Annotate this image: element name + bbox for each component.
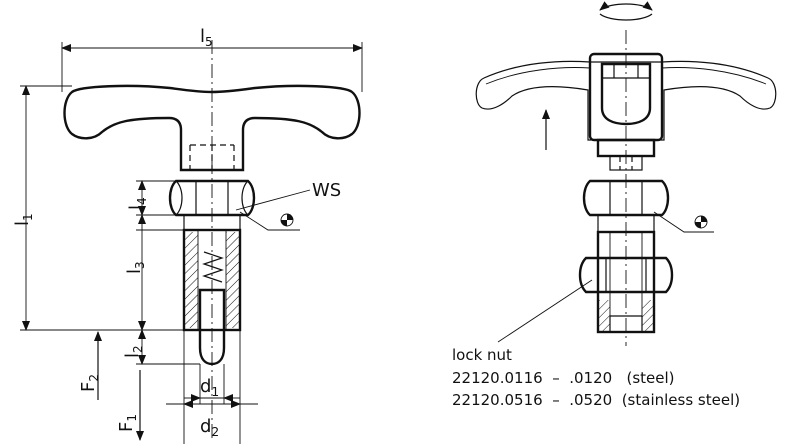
rotation-arrow-bottom bbox=[599, 13, 653, 21]
ws-leader bbox=[235, 189, 311, 211]
lock-nut-note: lock nut 22120.0116 – .0120 (steel) 2212… bbox=[452, 346, 740, 409]
hatch-right-wall bbox=[226, 232, 240, 328]
hatch-left-wall bbox=[184, 232, 198, 328]
d2-label: d2 bbox=[200, 416, 219, 439]
surface-leader-left bbox=[239, 211, 300, 231]
left-view: l5 l1 l4 l3 l2 F2 F1 d1 bbox=[12, 26, 363, 444]
l5-label: l5 bbox=[200, 26, 213, 49]
l2-label: l2 bbox=[122, 345, 145, 358]
knob-slot bbox=[600, 62, 652, 126]
right-view bbox=[475, 1, 777, 346]
rotation-arrow-top bbox=[599, 1, 653, 11]
l3-label: l3 bbox=[124, 261, 147, 274]
t-handle-left bbox=[63, 84, 361, 172]
l1-label: l1 bbox=[12, 213, 35, 226]
hex-nut-right-upper bbox=[582, 179, 670, 217]
pin-tip-right bbox=[609, 315, 643, 333]
ws-label: WS bbox=[312, 180, 341, 201]
f1-label: F1 bbox=[116, 414, 139, 432]
note-title: lock nut bbox=[452, 346, 512, 364]
handle-inner-edge bbox=[485, 67, 767, 85]
neck bbox=[609, 155, 643, 171]
spring bbox=[202, 251, 224, 283]
note-line-stainless: 22120.0516 – .0520 (stainless steel) bbox=[452, 391, 740, 409]
surface-leader-right bbox=[653, 211, 714, 233]
d1-label: d1 bbox=[200, 376, 219, 399]
note-line-steel: 22120.0116 – .0120 (steel) bbox=[452, 369, 675, 387]
lock-nut-leader bbox=[497, 279, 593, 343]
plunger-pin-left bbox=[198, 288, 226, 366]
f2-label: F2 bbox=[78, 374, 101, 392]
l4-label: l4 bbox=[126, 197, 149, 210]
t-handle-right bbox=[475, 60, 777, 141]
lock-nut bbox=[578, 256, 674, 294]
